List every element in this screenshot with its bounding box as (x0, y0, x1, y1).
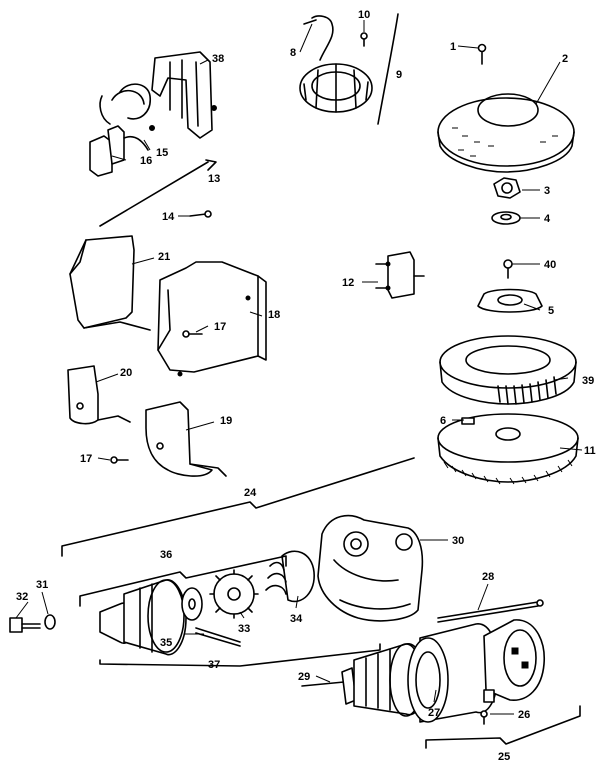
callout-31: 31 (36, 579, 48, 591)
callout-33: 33 (238, 623, 250, 635)
callout-2: 2 (562, 53, 568, 65)
flywheel (437, 413, 579, 485)
callout-3: 3 (544, 185, 550, 197)
callout-6: 6 (440, 415, 446, 427)
drive-end-frame (317, 514, 424, 622)
callout-34: 34 (290, 613, 303, 625)
callout-11: 11 (584, 445, 596, 457)
screw-14 (189, 210, 212, 218)
callout-16: 16 (140, 155, 152, 167)
callout-labels: 1 2 3 4 5 6 8 9 10 11 12 13 14 15 16 17 … (16, 9, 596, 763)
callout-5: 5 (548, 305, 554, 317)
callout-25: 25 (498, 751, 510, 763)
callout-38: 38 (212, 53, 224, 65)
callout-17-b: 17 (80, 453, 92, 465)
callout-15: 15 (156, 147, 168, 159)
callout-30: 30 (452, 535, 464, 547)
thru-bolt (437, 599, 544, 623)
callout-29: 29 (298, 671, 310, 683)
starter-cup (477, 259, 543, 313)
callout-39: 39 (582, 375, 594, 387)
callout-27: 27 (428, 707, 440, 719)
cover-panels (67, 235, 267, 477)
starter-drive (9, 550, 315, 656)
callout-32: 32 (16, 591, 28, 603)
callout-35: 35 (160, 637, 172, 649)
callout-12: 12 (342, 277, 354, 289)
callout-9: 9 (396, 69, 402, 81)
callout-4: 4 (544, 213, 551, 225)
commutator-end-head (480, 619, 545, 725)
callout-26: 26 (518, 709, 530, 721)
callout-10: 10 (358, 9, 370, 21)
callout-1: 1 (450, 41, 456, 53)
group-brackets (61, 13, 581, 749)
terminal-block (375, 251, 425, 299)
brush-ring (299, 15, 373, 113)
callout-37: 37 (208, 659, 220, 671)
flywheel-screen (437, 43, 575, 173)
callout-24: 24 (244, 487, 257, 499)
callout-18: 18 (268, 309, 280, 321)
nut-and-washer (491, 177, 521, 225)
leader-lines (15, 20, 583, 715)
callout-14: 14 (162, 211, 175, 223)
callout-8: 8 (290, 47, 296, 59)
callout-17-a: 17 (214, 321, 226, 333)
callout-36: 36 (160, 549, 172, 561)
callout-13: 13 (208, 173, 220, 185)
fan-ring (439, 335, 577, 405)
callout-28: 28 (482, 571, 494, 583)
callout-21: 21 (158, 251, 170, 263)
brush-holder-assembly (89, 51, 217, 177)
armature (301, 643, 425, 717)
callout-19: 19 (220, 415, 232, 427)
callout-20: 20 (120, 367, 132, 379)
callout-40: 40 (544, 259, 556, 271)
